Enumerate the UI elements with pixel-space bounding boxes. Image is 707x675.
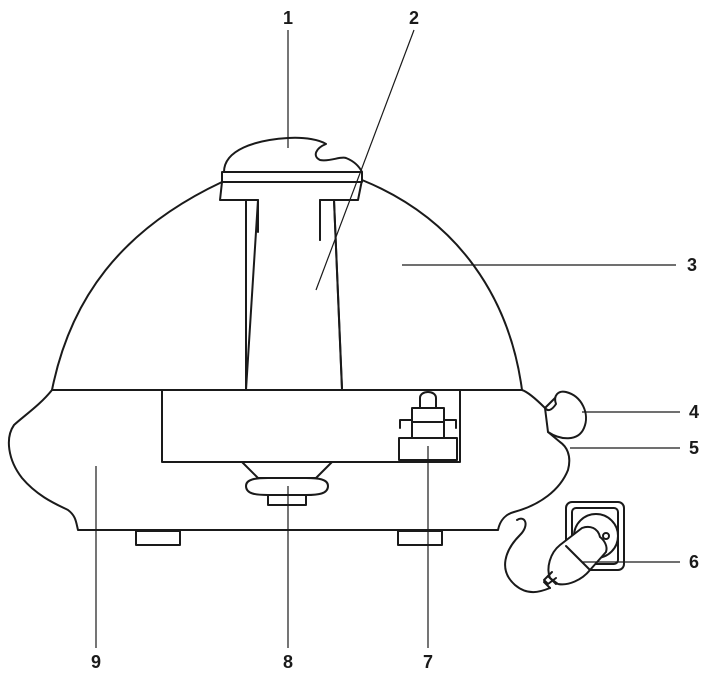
power-cord: [504, 517, 551, 594]
callout-7: 7: [423, 652, 433, 672]
mist-nozzle: [221, 136, 363, 183]
leader-2: [315, 29, 415, 291]
foot-left: [135, 530, 181, 546]
ultrasonic-transducer: [241, 461, 333, 506]
callout-3: 3: [687, 255, 697, 275]
float-valve: [398, 391, 458, 461]
power-plug: [543, 525, 608, 589]
callout-5: 5: [689, 438, 699, 458]
foot-right: [397, 530, 443, 546]
callout-9: 9: [91, 652, 101, 672]
callout-8: 8: [283, 652, 293, 672]
water-tank: [51, 179, 523, 391]
callout-2: 2: [409, 8, 419, 28]
callout-6: 6: [689, 552, 699, 572]
callout-4: 4: [689, 402, 699, 422]
callout-1: 1: [283, 8, 293, 28]
control-knob: [544, 390, 587, 440]
